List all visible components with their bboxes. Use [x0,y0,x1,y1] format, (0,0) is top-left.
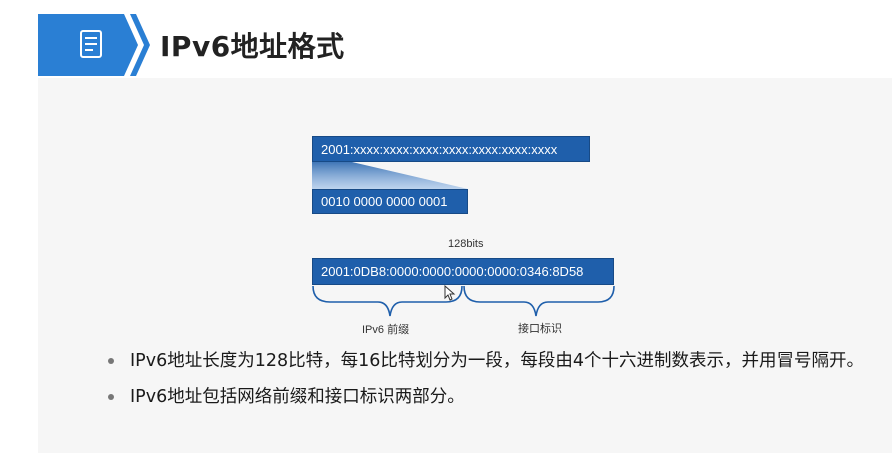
binary-group-box: 0010 0000 0000 0001 [312,189,468,214]
document-icon [38,14,150,76]
expansion-wedge [312,162,468,189]
header-badge [38,14,150,80]
mouse-cursor-icon [444,285,456,301]
bullet-list: IPv6地址长度为128比特，每16比特划分为一段，每段由4个十六进制数表示，并… [108,346,868,412]
interface-id-label: 接口标识 [518,323,562,335]
prefix-label: IPv6 前缀 [362,324,410,336]
full-format-box: 2001:xxxx:xxxx:xxxx:xxxx:xxxx:xxxx:xxxx [312,136,590,162]
bullet-dot [108,358,114,364]
bullet-dot [108,394,114,400]
page-title: IPv6地址格式 [160,30,345,63]
bullet-text: IPv6地址包括网络前缀和接口标识两部分。 [130,387,465,407]
bit-length-label: 128bits [448,238,484,250]
example-address-box: 2001:0DB8:0000:0000:0000:0000:0346:8D58 [312,258,614,285]
bullet-item: IPv6地址长度为128比特，每16比特划分为一段，每段由4个十六进制数表示，并… [108,346,868,376]
bullet-text: IPv6地址长度为128比特，每16比特划分为一段，每段由4个十六进制数表示，并… [130,351,865,371]
bullet-item: IPv6地址包括网络前缀和接口标识两部分。 [108,382,868,412]
address-braces [312,285,615,317]
